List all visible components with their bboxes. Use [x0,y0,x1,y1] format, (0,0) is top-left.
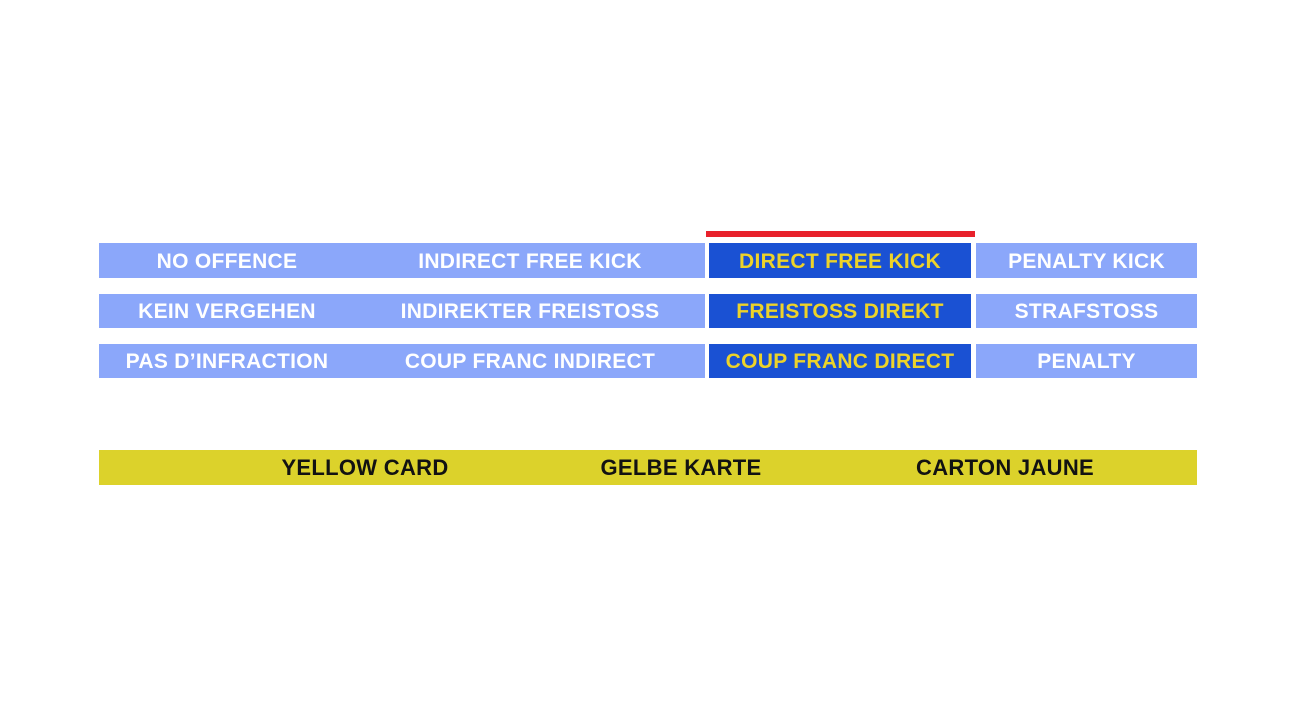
option-strafstoss[interactable]: STRAFSTOSS [976,294,1197,328]
answer-row-english: NO OFFENCE INDIRECT FREE KICK DIRECT FRE… [0,243,1290,278]
option-freistoss-direkt-selected[interactable]: FREISTOSS DIREKT [709,294,971,328]
option-label: PENALTY [1037,350,1136,373]
option-indirekter-freistoss[interactable]: INDIREKTER FREISTOSS [355,294,705,328]
option-label: PENALTY KICK [1008,249,1165,273]
yellow-card-label-french: CARTON JAUNE [916,454,1094,480]
option-label: NO OFFENCE [156,249,298,273]
option-label: STRAFSTOSS [1014,300,1159,323]
option-label: INDIREKTER FREISTOSS [400,300,660,323]
option-label: COUP FRANC DIRECT [725,350,955,373]
option-kein-vergehen[interactable]: KEIN VERGEHEN [99,294,355,328]
option-no-offence[interactable]: NO OFFENCE [99,243,355,278]
yellow-card-bar[interactable]: YELLOW CARD GELBE KARTE CARTON JAUNE [99,450,1197,485]
option-penalty[interactable]: PENALTY [976,344,1197,378]
option-label: KEIN VERGEHEN [138,300,316,323]
option-coup-franc-indirect[interactable]: COUP FRANC INDIRECT [355,344,705,378]
option-direct-free-kick-selected[interactable]: DIRECT FREE KICK [709,243,971,278]
correct-answer-indicator [706,231,975,237]
option-label: FREISTOSS DIREKT [736,300,944,323]
answer-row-french: PAS D’INFRACTION COUP FRANC INDIRECT COU… [0,344,1290,378]
option-penalty-kick[interactable]: PENALTY KICK [976,243,1197,278]
option-group-left: PAS D’INFRACTION COUP FRANC INDIRECT [99,344,705,378]
option-label: COUP FRANC INDIRECT [404,350,656,373]
yellow-card-label-english: YELLOW CARD [281,454,449,480]
option-label: DIRECT FREE KICK [739,249,941,273]
option-pas-d-infraction[interactable]: PAS D’INFRACTION [99,344,355,378]
option-label: INDIRECT FREE KICK [418,249,642,273]
option-indirect-free-kick[interactable]: INDIRECT FREE KICK [355,243,705,278]
answer-row-german: KEIN VERGEHEN INDIREKTER FREISTOSS FREIS… [0,294,1290,328]
option-label: PAS D’INFRACTION [125,350,329,373]
yellow-card-label-german: GELBE KARTE [600,454,762,480]
option-coup-franc-direct-selected[interactable]: COUP FRANC DIRECT [709,344,971,378]
option-group-left: NO OFFENCE INDIRECT FREE KICK [99,243,705,278]
option-group-left: KEIN VERGEHEN INDIREKTER FREISTOSS [99,294,705,328]
